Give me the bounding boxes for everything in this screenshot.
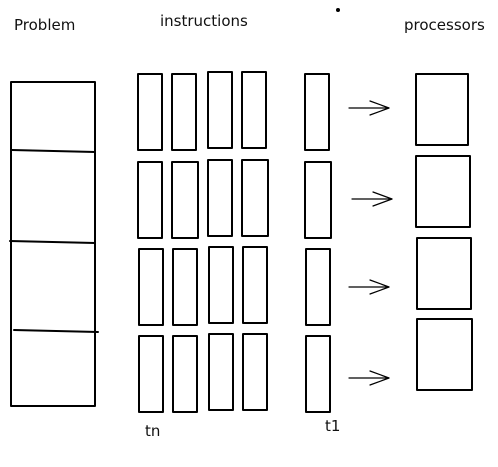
instruction-block xyxy=(171,161,199,239)
instruction-block xyxy=(171,73,197,151)
problem-label: Problem xyxy=(14,16,76,34)
t1-block xyxy=(304,73,330,151)
instruction-block xyxy=(172,335,198,413)
instruction-block xyxy=(241,71,267,149)
instructions-label: instructions xyxy=(160,12,248,30)
problem-box xyxy=(9,81,99,407)
arrow-icon xyxy=(348,279,390,295)
processor-box xyxy=(416,318,473,391)
t1-block xyxy=(304,161,332,239)
processors-label: processors xyxy=(404,16,485,34)
instruction-row xyxy=(137,159,269,239)
stray-dot xyxy=(336,8,340,12)
instruction-row xyxy=(138,246,268,326)
instruction-block xyxy=(138,248,164,326)
instruction-block xyxy=(207,71,233,149)
problem-divider xyxy=(13,329,99,333)
instruction-block xyxy=(172,248,198,326)
t1-column xyxy=(304,73,332,413)
instruction-block xyxy=(208,333,234,411)
problem-divider xyxy=(11,149,96,153)
t1-label: t1 xyxy=(325,417,341,435)
instruction-block xyxy=(137,73,163,151)
processors-column xyxy=(415,73,473,391)
processor-box xyxy=(415,73,469,146)
problem-divider xyxy=(9,240,96,244)
arrow-icon xyxy=(348,370,390,386)
processor-box xyxy=(415,155,471,228)
instruction-block xyxy=(241,159,269,237)
instruction-block xyxy=(242,246,268,324)
instructions-grid xyxy=(137,71,269,413)
arrow-icon xyxy=(348,100,390,116)
instruction-block xyxy=(208,246,234,324)
arrow-icon xyxy=(351,191,393,207)
processor-box xyxy=(416,237,472,310)
instruction-block xyxy=(207,159,233,237)
tn-label: tn xyxy=(145,422,161,440)
instruction-row xyxy=(137,71,267,151)
instruction-block xyxy=(138,335,164,413)
t1-block xyxy=(305,335,331,413)
t1-block xyxy=(305,248,331,326)
instruction-block xyxy=(137,161,163,239)
instruction-block xyxy=(242,333,268,411)
arrows xyxy=(348,100,393,386)
instruction-row xyxy=(138,333,268,413)
